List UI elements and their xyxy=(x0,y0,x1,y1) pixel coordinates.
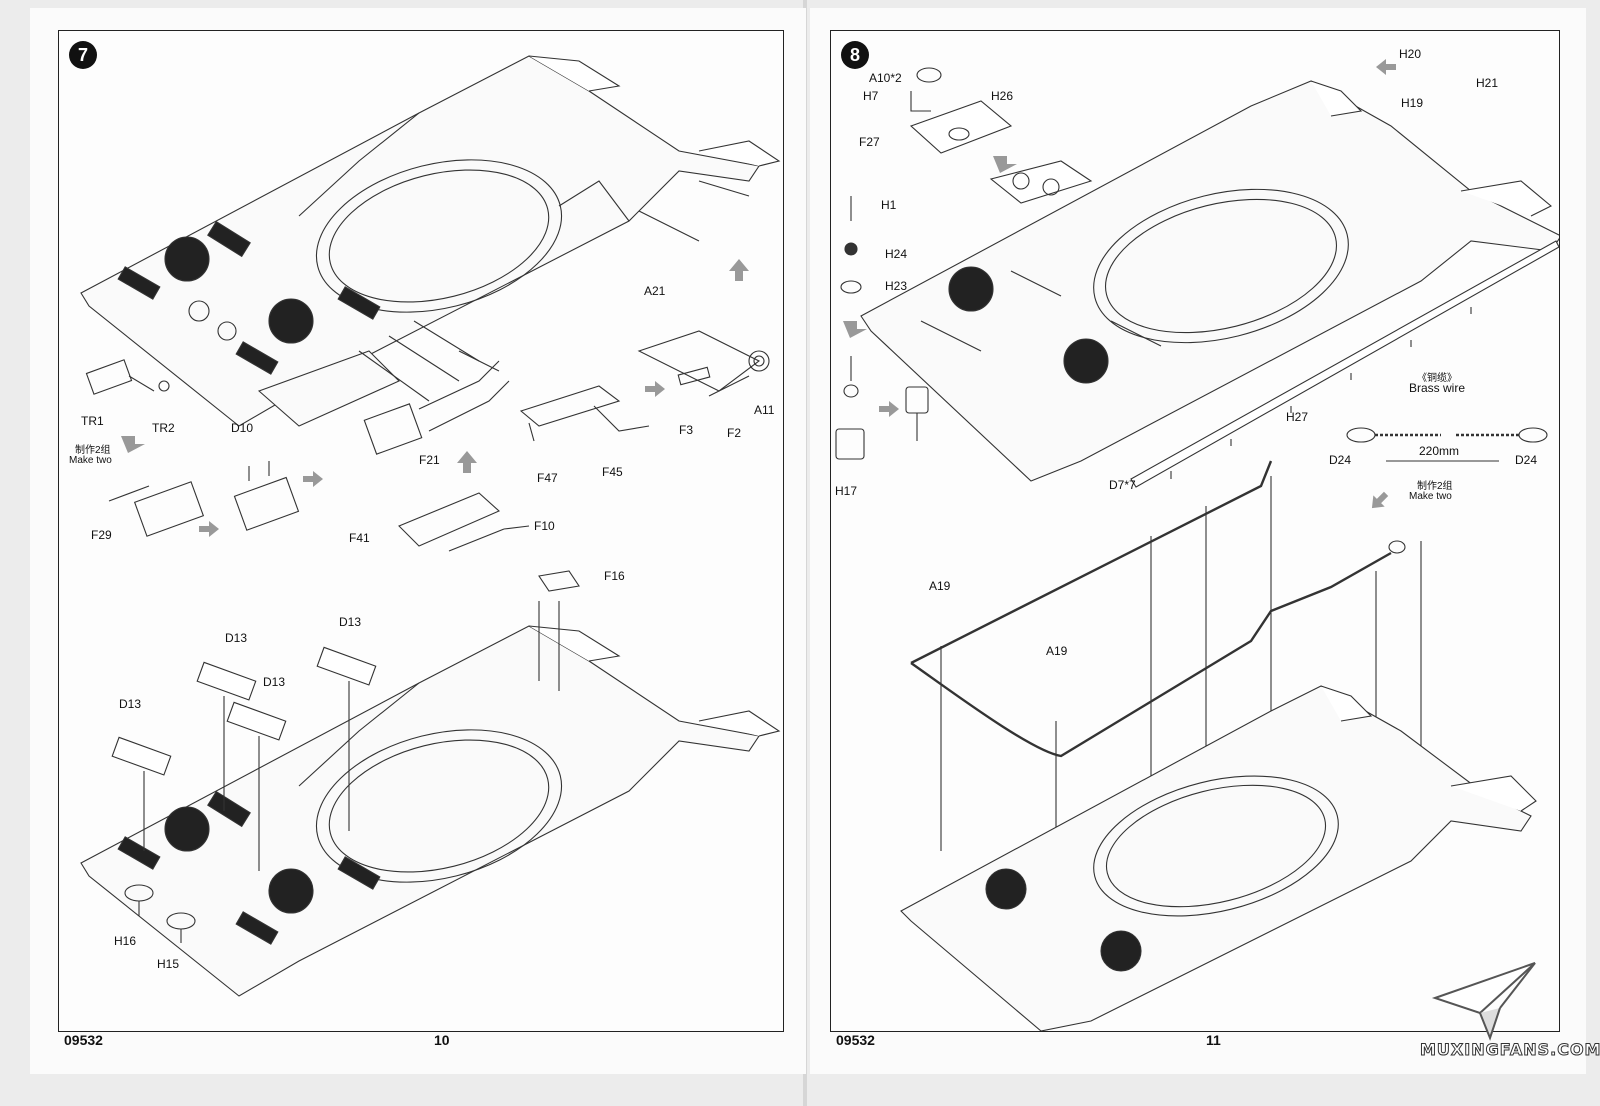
step-frame-8: 8 xyxy=(830,30,1560,1032)
hatch-plate xyxy=(989,160,1093,204)
periscope-h1-h24-h23-h17 xyxy=(835,196,929,460)
make-two-note-cn: 制作2组 xyxy=(1417,481,1453,492)
part-label-d13-1: D13 xyxy=(119,697,142,711)
part-label-h17: H17 xyxy=(835,484,858,498)
part-label-f41: F41 xyxy=(349,531,370,545)
kit-code: 09532 xyxy=(836,1032,875,1048)
part-label-f47: F47 xyxy=(537,471,558,485)
f21-subassembly xyxy=(363,360,510,455)
h27-tow-rail xyxy=(1130,240,1559,488)
part-label-d13-4: D13 xyxy=(339,615,362,629)
brass-wire-note-cn: 《铜缆》 xyxy=(1417,373,1457,384)
part-label-f21: F21 xyxy=(419,453,440,467)
paper-plane-icon xyxy=(1431,962,1536,1041)
make-two-note: Make two xyxy=(69,455,112,466)
part-label-d10: D10 xyxy=(231,421,254,435)
part-label-f29: F29 xyxy=(91,528,112,542)
lower-hull-top-view xyxy=(80,625,781,997)
part-label-f3: F3 xyxy=(679,423,694,437)
watermark-text: MUXINGFANS.COM xyxy=(1419,1040,1600,1060)
part-label-h24: H24 xyxy=(885,247,908,261)
assembly-arrows xyxy=(121,259,749,537)
part-label-f2: F2 xyxy=(727,426,742,440)
part-label-a19-2: A19 xyxy=(1046,644,1068,658)
part-label-d24-right: D24 xyxy=(1515,453,1538,467)
brass-wire-note: Brass wire xyxy=(1409,381,1466,395)
tr-subassembly xyxy=(85,359,170,395)
assembly-arrows xyxy=(843,59,1396,509)
part-label-d13-3: D13 xyxy=(263,675,286,689)
part-label-f10: F10 xyxy=(534,519,555,533)
part-label-tr1: TR1 xyxy=(81,414,104,428)
f47-f45-bracket xyxy=(519,385,650,442)
part-label-h1: H1 xyxy=(881,198,897,212)
d24-brass-wire-cable xyxy=(1346,427,1548,462)
h15-h16-hatches xyxy=(124,884,196,943)
step-number: 7 xyxy=(69,41,97,69)
f41-f10-frame xyxy=(398,492,530,552)
make-two-note-cn: 制作2组 xyxy=(75,445,111,456)
step-number: 8 xyxy=(841,41,869,69)
page-number: 10 xyxy=(434,1032,450,1048)
tow-cable xyxy=(910,460,1422,876)
instruction-page-left: 7 xyxy=(30,8,806,1074)
upper-hull-top-view xyxy=(80,55,781,427)
part-label-h21: H21 xyxy=(1476,76,1499,90)
part-label-d7: D7*7 xyxy=(1109,478,1136,492)
part-label-f16: F16 xyxy=(604,569,625,583)
d10-subassembly xyxy=(233,461,300,531)
part-label-f27: F27 xyxy=(859,135,880,149)
f16-cover xyxy=(538,570,580,592)
part-label-h19: H19 xyxy=(1401,96,1424,110)
step-frame-7: 7 xyxy=(58,30,784,1032)
part-label-tr2: TR2 xyxy=(152,421,175,435)
hull-assembly-diagram-step-7 xyxy=(80,55,781,997)
part-label-a19-1: A19 xyxy=(929,579,951,593)
part-label-h23: H23 xyxy=(885,279,908,293)
wire-length: 220mm xyxy=(1419,444,1460,458)
lower-hull-top-view xyxy=(900,685,1537,1031)
part-label-h27: H27 xyxy=(1286,410,1309,424)
d13-grilles xyxy=(111,601,560,871)
part-label-h26: H26 xyxy=(991,89,1014,103)
upper-hull-top-view xyxy=(860,80,1559,482)
f27-hatch-subassembly xyxy=(909,67,1013,154)
instruction-page-right: 8 xyxy=(810,8,1586,1074)
part-label-h7: H7 xyxy=(863,89,879,103)
part-label-d13-2: D13 xyxy=(225,631,248,645)
exhaust-subassembly-f2-f3 xyxy=(637,330,770,397)
kit-code: 09532 xyxy=(64,1032,103,1048)
part-label-f45: F45 xyxy=(602,465,623,479)
part-label-a10: A10*2 xyxy=(869,71,902,85)
part-label-h15: H15 xyxy=(157,957,180,971)
f29-subassembly xyxy=(108,481,205,537)
part-label-a11: A11 xyxy=(754,403,775,417)
part-label-h20: H20 xyxy=(1399,47,1422,61)
page-number: 11 xyxy=(1206,1032,1221,1048)
part-label-h16: H16 xyxy=(114,934,137,948)
make-two-note: Make two xyxy=(1409,491,1452,502)
part-label-a21: A21 xyxy=(644,284,666,298)
part-label-d24-left: D24 xyxy=(1329,453,1352,467)
hull-assembly-diagram-step-8 xyxy=(835,59,1559,1031)
